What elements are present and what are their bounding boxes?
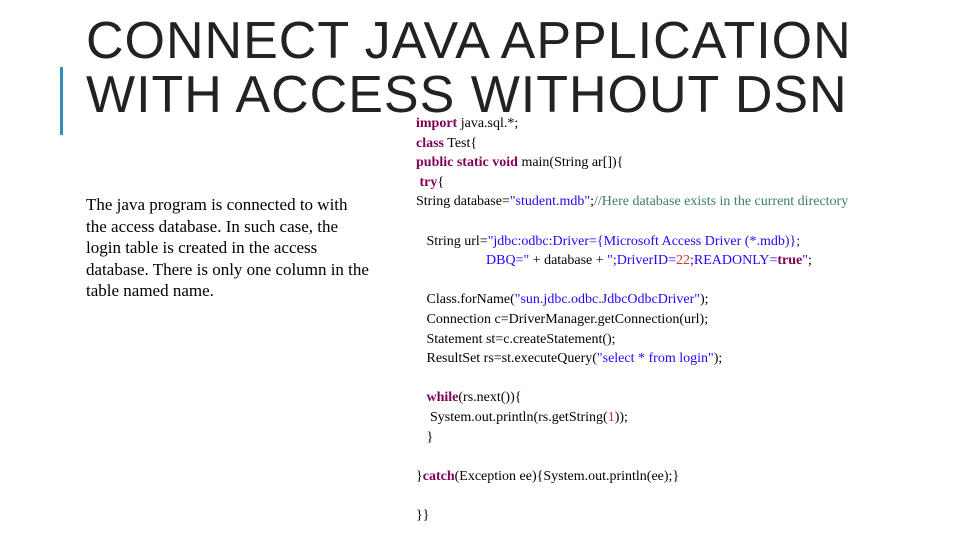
code-token: {: [437, 174, 445, 190]
code-line: String url="jdbc:odbc:Driver={Microsoft …: [416, 232, 946, 252]
code-line: Class.forName("sun.jdbc.odbc.JdbcOdbcDri…: [416, 290, 946, 310]
code-token: Class.forName(: [416, 292, 515, 308]
code-token: java.sql.*;: [457, 116, 519, 131]
code-token: Statement st=c.createStatement();: [416, 331, 616, 347]
code-line: import java.sql.*;: [416, 114, 946, 134]
code-token: ResultSet rs=st.executeQuery(: [416, 351, 597, 367]
code-token: class: [416, 135, 444, 151]
code-token: [416, 390, 427, 405]
code-line: try{: [416, 173, 946, 193]
code-token: ;READONLY=: [689, 253, 778, 269]
code-line: [416, 486, 946, 506]
code-line: public static void main(String ar[]){: [416, 153, 946, 173]
code-line: DBQ=" + database + ";DriverID=22;READONL…: [416, 251, 946, 271]
code-line: while(rs.next()){: [416, 388, 946, 408]
code-token: 1: [607, 409, 615, 425]
code-line: [416, 447, 946, 467]
code-token: );: [713, 351, 723, 367]
code-line: [416, 212, 946, 232]
code-token: (Exception ee){System.out.println(ee);}: [454, 468, 680, 484]
code-token: main(String ar[]){: [517, 155, 624, 171]
code-token: catch: [422, 468, 455, 484]
title-line-2: WITH ACCESS WITHOUT DSN: [86, 66, 848, 124]
code-token: );: [700, 292, 709, 308]
code-block: import java.sql.*;class Test{public stat…: [416, 114, 946, 525]
code-token: true: [777, 253, 803, 269]
code-token: Connection c=DriverManager.getConnection…: [416, 311, 709, 327]
code-token: + database +: [529, 253, 608, 269]
code-token: ));: [614, 409, 628, 425]
code-token: "jdbc:odbc:Driver={Microsoft Access Driv…: [487, 233, 801, 249]
code-token: Test{: [444, 135, 478, 151]
code-token: System.out.println(rs.getString(: [416, 409, 608, 425]
code-line: [416, 369, 946, 389]
code-line: String database="student.mdb";//Here dat…: [416, 192, 946, 212]
code-token: ;: [590, 194, 594, 210]
code-token: static: [456, 155, 489, 171]
title-line-1: CONNECT JAVA APPLICATION: [86, 12, 852, 70]
code-line: Statement st=c.createStatement();: [416, 330, 946, 350]
title-accent-bar: [60, 67, 63, 135]
code-token: }}: [416, 507, 430, 523]
code-token: import: [416, 116, 458, 131]
description-text: The java program is connected to with th…: [86, 195, 369, 301]
code-line: }}: [416, 506, 946, 526]
code-token: ": [802, 253, 808, 269]
code-token: void: [492, 155, 518, 171]
code-token: 22: [675, 253, 690, 269]
code-line: ResultSet rs=st.executeQuery("select * f…: [416, 349, 946, 369]
code-token: "sun.jdbc.odbc.JdbcOdbcDriver": [514, 292, 700, 308]
code-token: String url=: [416, 233, 488, 249]
code-token: public: [416, 155, 454, 171]
code-line: }catch(Exception ee){System.out.println(…: [416, 467, 946, 487]
code-token: }: [416, 468, 423, 484]
code-line: Connection c=DriverManager.getConnection…: [416, 310, 946, 330]
code-token: ";DriverID=: [607, 253, 676, 269]
code-token: String database=: [416, 194, 510, 210]
code-line: [416, 271, 946, 291]
code-token: }: [416, 429, 434, 445]
code-token: "select * from login": [596, 351, 714, 367]
code-token: "student.mdb": [509, 194, 591, 210]
code-token: DBQ=": [416, 253, 530, 269]
code-line: System.out.println(rs.getString(1));: [416, 408, 946, 428]
code-line: class Test{: [416, 134, 946, 154]
code-token: //Here database exists in the current di…: [593, 194, 849, 210]
code-token: try: [419, 174, 438, 190]
code-line: }: [416, 428, 946, 448]
code-token: ;: [807, 253, 812, 269]
code-token: (rs.next()){: [458, 390, 522, 406]
code-token: while: [426, 390, 459, 406]
slide-title: CONNECT JAVA APPLICATION WITH ACCESS WIT…: [86, 14, 852, 122]
